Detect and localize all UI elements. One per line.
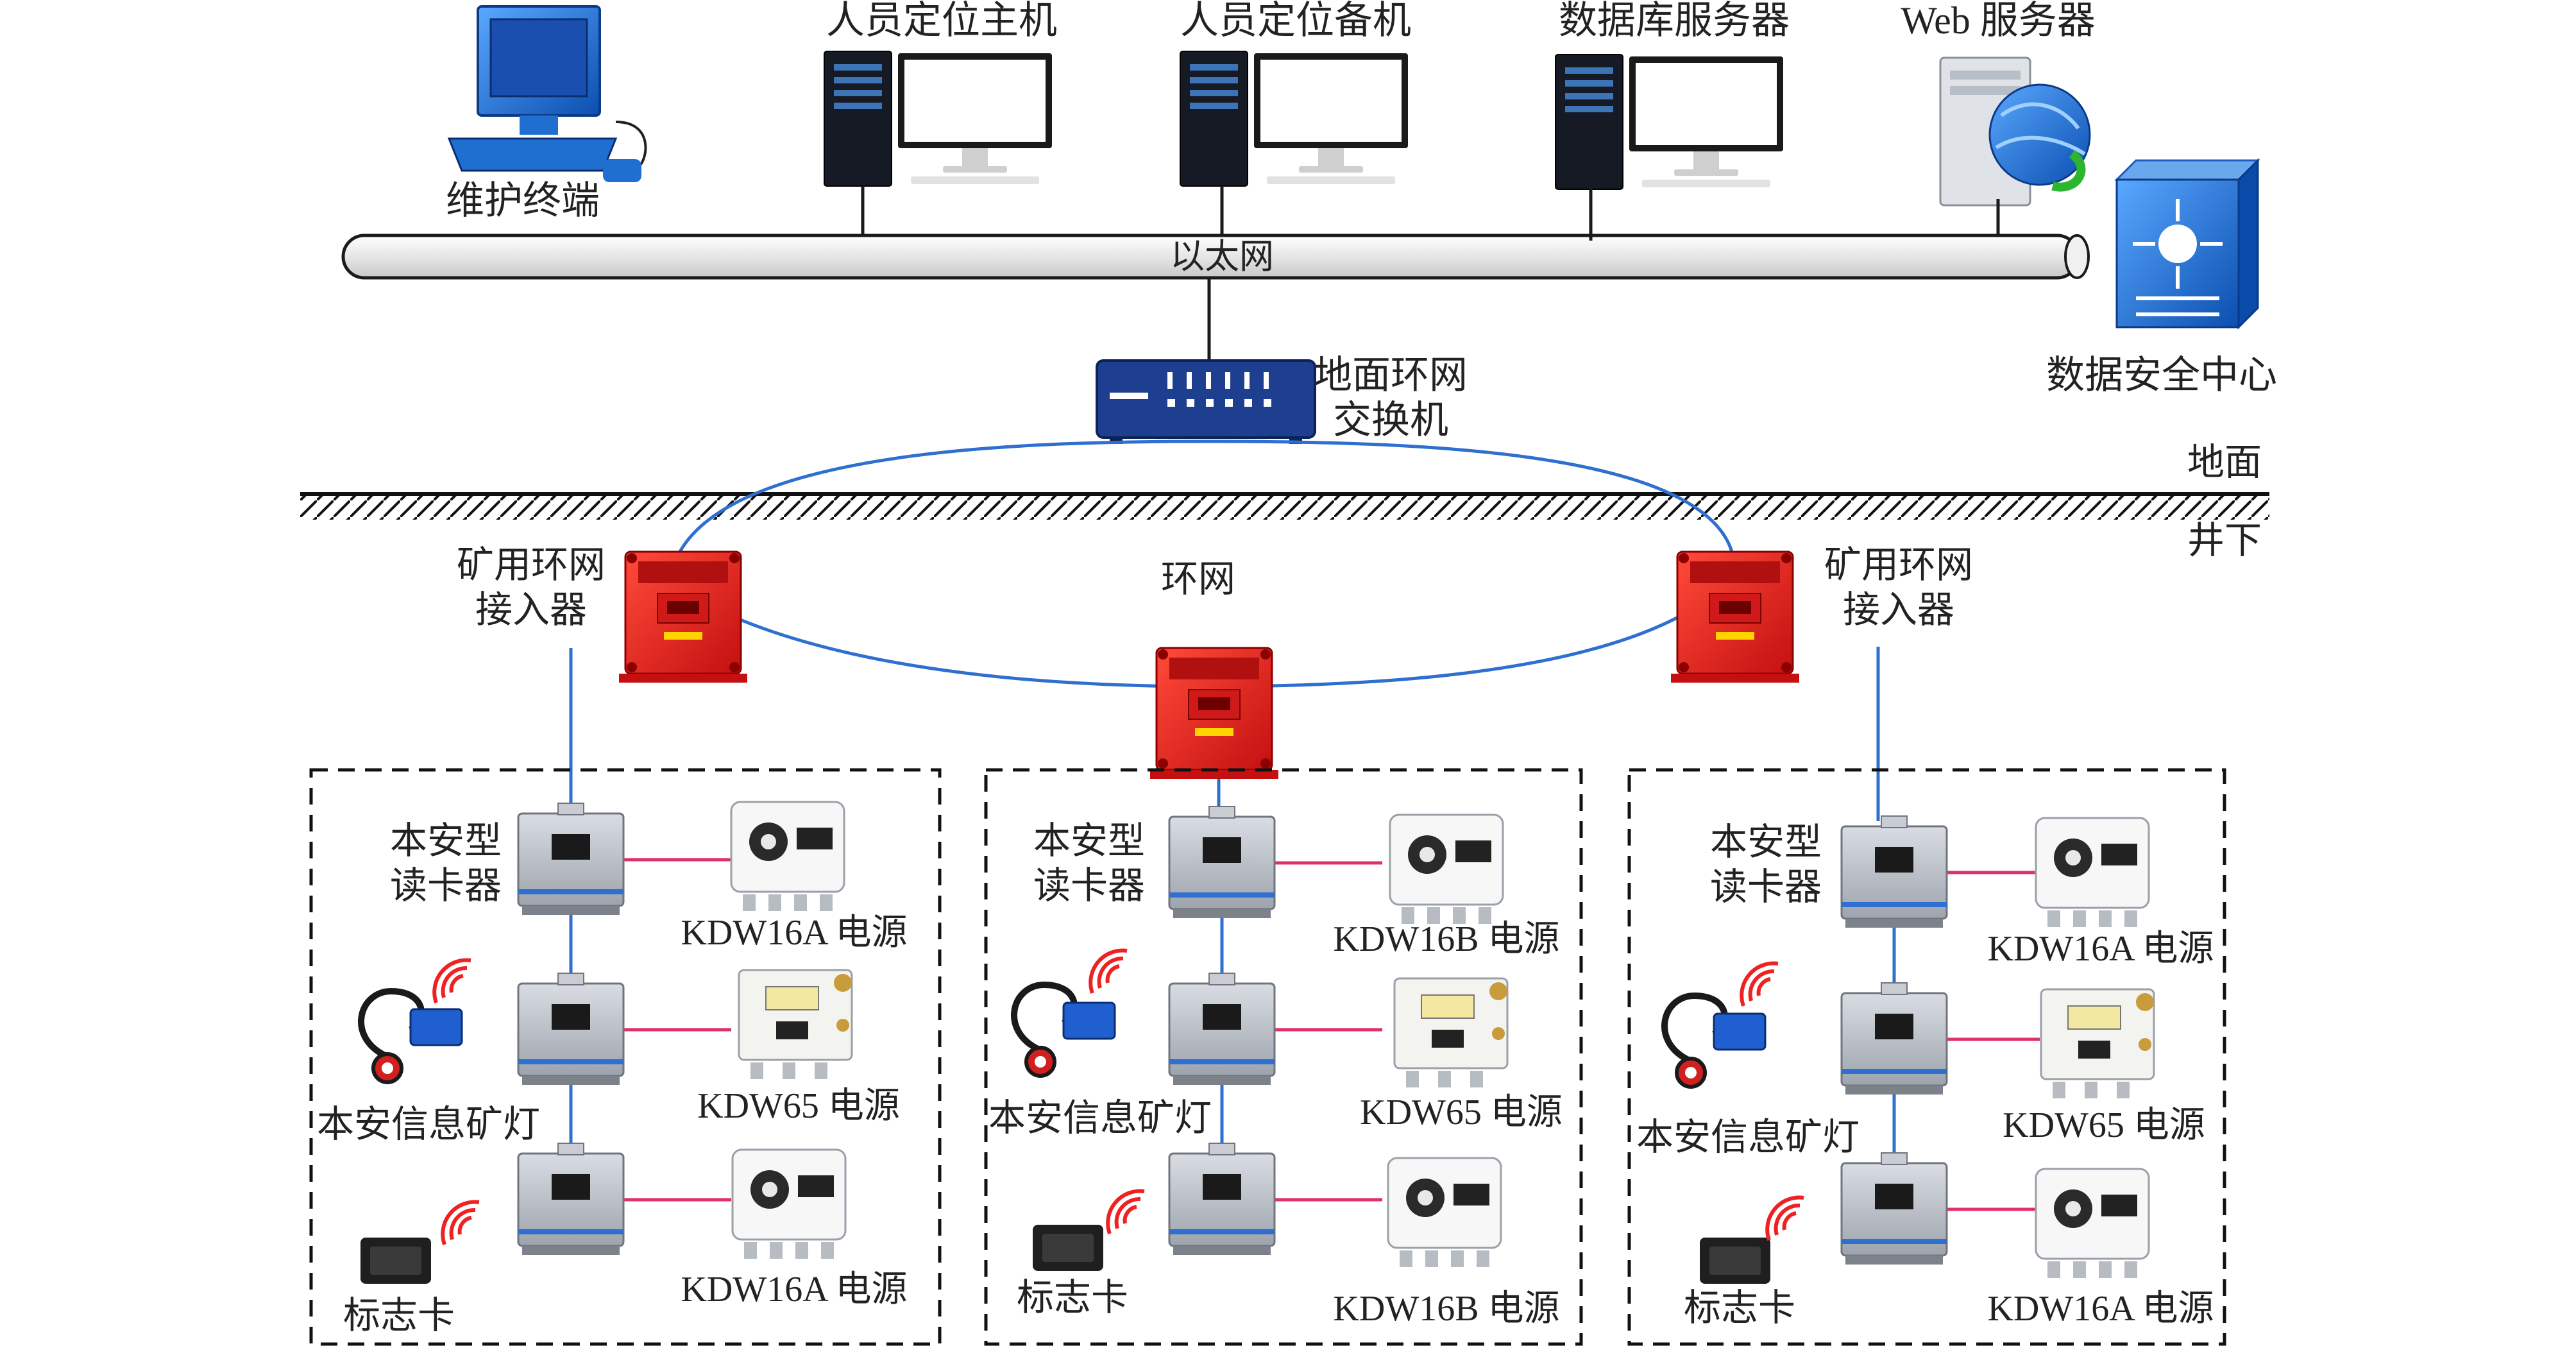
reader-icon — [1168, 805, 1276, 919]
zone-1-power2-label: KDW65 电源 — [697, 1086, 900, 1126]
surface-label: 地面 — [2187, 440, 2262, 484]
power-supply-icon — [730, 801, 845, 912]
db-server-label: 数据库服务器 — [1559, 0, 1790, 43]
location-host-label: 人员定位主机 — [826, 0, 1057, 43]
ground-switch-label-2: 交换机 — [1333, 398, 1448, 443]
zone-3-lamp-label: 本安信息矿灯 — [1636, 1115, 1860, 1159]
tag-card-icon — [1033, 1225, 1103, 1271]
zone-1 — [309, 768, 942, 1346]
location-backup-label: 人员定位备机 — [1180, 0, 1411, 43]
ring-label: 环网 — [1161, 557, 1235, 601]
db-server-icon — [1555, 54, 1784, 190]
zone-2-reader-label-1: 本安型 — [1033, 819, 1145, 862]
power-supply-icon — [1389, 814, 1504, 925]
power-supply-icon — [2035, 1168, 2150, 1279]
zone-3-power3-label: KDW16A 电源 — [1987, 1289, 2214, 1329]
right-access-label-2: 接入器 — [1843, 588, 1954, 631]
power-supply-icon — [1387, 1157, 1502, 1268]
security-center-icon — [2114, 158, 2260, 330]
left-access-label-1: 矿用环网 — [457, 543, 606, 586]
zone-3-tag-label: 标志卡 — [1684, 1286, 1795, 1329]
zone-3-power1-label: KDW16A 电源 — [1987, 929, 2214, 969]
location-backup-icon — [1180, 51, 1409, 187]
zone-3-reader-label-1: 本安型 — [1710, 820, 1822, 864]
reader-icon — [1168, 1142, 1276, 1256]
right-access-label-1: 矿用环网 — [1824, 543, 1973, 586]
wifi-icon — [1090, 951, 1127, 993]
left-access-label-2: 接入器 — [475, 588, 587, 631]
tag-card-icon — [360, 1238, 431, 1284]
power-supply-icon — [2040, 988, 2155, 1100]
tag-card-icon — [1700, 1238, 1770, 1284]
zone-2-power3-label: KDW16B 电源 — [1333, 1289, 1559, 1329]
web-server-label: Web 服务器 — [1901, 0, 2095, 42]
zone-2-tag-label: 标志卡 — [1017, 1275, 1128, 1319]
zone-2 — [984, 768, 1583, 1346]
wifi-icon — [434, 960, 471, 1003]
wifi-icon — [1741, 964, 1778, 1006]
ground-line — [300, 492, 2269, 520]
reader-icon — [1840, 982, 1948, 1096]
power-supply-icon — [731, 1148, 847, 1260]
zone-1-lamp-label: 本安信息矿灯 — [317, 1102, 540, 1146]
power-supply-icon — [738, 969, 853, 1080]
zone-1-reader-label-2: 读卡器 — [390, 864, 502, 907]
maintenance-terminal-label: 维护终端 — [446, 178, 600, 223]
wifi-icon — [443, 1202, 479, 1245]
reader-icon — [1840, 815, 1948, 929]
wifi-icon — [1767, 1198, 1804, 1240]
power-supply-icon — [1393, 977, 1509, 1089]
zone-3-power2-label: KDW65 电源 — [2003, 1105, 2205, 1145]
reader-icon — [517, 972, 625, 1086]
center-ring-node-icon — [1149, 647, 1280, 780]
wifi-icon — [1108, 1191, 1144, 1234]
reader-icon — [1168, 972, 1276, 1086]
security-center-label: 数据安全中心 — [2046, 353, 2277, 398]
ethernet-bus — [341, 234, 2090, 280]
web-server-icon — [1939, 56, 2091, 207]
maintenance-terminal-icon — [447, 5, 647, 182]
zone-1-power1-label: KDW16A 电源 — [681, 913, 907, 953]
reader-icon — [1840, 1152, 1948, 1266]
miner-lamp-icon — [1014, 985, 1115, 1076]
zone-1-power3-label: KDW16A 电源 — [681, 1270, 907, 1309]
ethernet-label: 以太网 — [1170, 236, 1274, 277]
left-ring-access-icon — [618, 550, 749, 684]
reader-icon — [517, 802, 625, 916]
right-ring-access-icon — [1670, 550, 1801, 684]
miner-lamp-icon — [361, 991, 462, 1082]
location-host-icon — [824, 51, 1053, 187]
zone-3 — [1627, 768, 2226, 1346]
zone-2-reader-label-2: 读卡器 — [1033, 864, 1145, 907]
zone-2-lamp-label: 本安信息矿灯 — [988, 1096, 1212, 1139]
miner-lamp-icon — [1665, 996, 1765, 1087]
ground-switch-label-1: 地面环网 — [1314, 353, 1468, 398]
reader-icon — [517, 1142, 625, 1256]
ground-switch-icon — [1096, 359, 1316, 444]
bus-drops — [861, 186, 2000, 359]
power-supply-icon — [2035, 817, 2150, 928]
zone-3-reader-label-2: 读卡器 — [1710, 865, 1822, 908]
zone-2-power1-label: KDW16B 电源 — [1333, 919, 1559, 959]
zone-2-power2-label: KDW65 电源 — [1360, 1093, 1563, 1132]
underground-label: 井下 — [2187, 518, 2262, 562]
zone-1-reader-label-1: 本安型 — [390, 819, 502, 862]
zone-1-tag-label: 标志卡 — [343, 1293, 455, 1337]
